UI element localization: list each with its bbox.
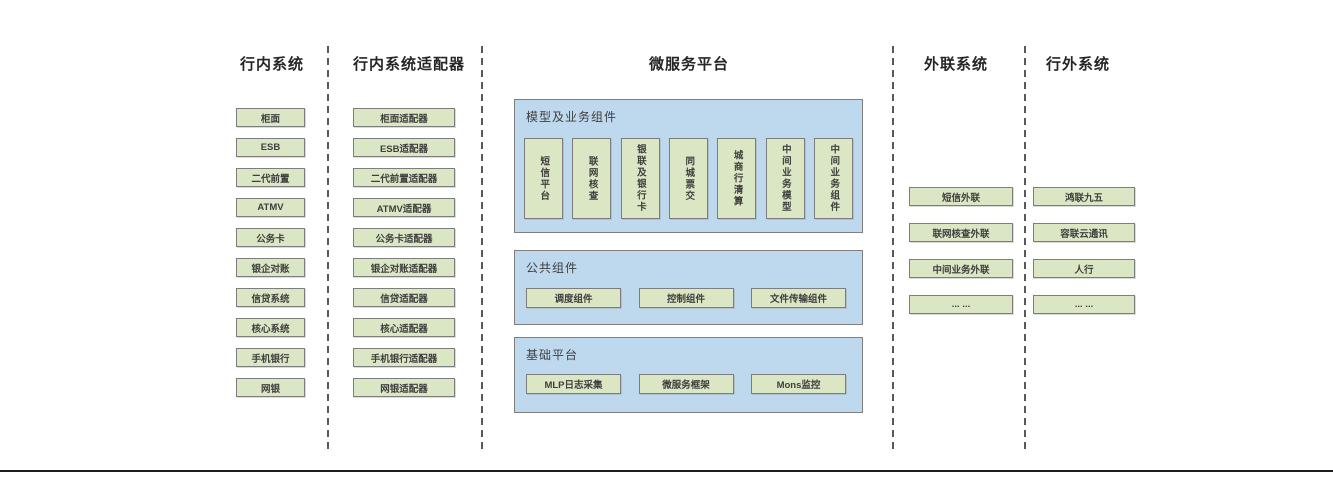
internal-systems-list: 柜面 ESB 二代前置 ATMV 公务卡 银企对账 信贷系统 核心系统 手机银行…	[236, 108, 305, 397]
column-header-microservice-platform: 微服务平台	[648, 56, 729, 73]
model-component-box: 城商行清算	[717, 138, 757, 219]
external-system-box: 人行	[1033, 259, 1135, 278]
adapter-box: 柜面适配器	[353, 108, 455, 127]
external-link-box: 联网核查外联	[909, 223, 1013, 242]
internal-system-box: ATMV	[236, 198, 305, 217]
external-link-systems-list: 短信外联 联网核查外联 中间业务外联 ... ...	[909, 187, 1013, 314]
model-component-box: 中间业务组件	[813, 138, 853, 219]
column-divider	[1024, 46, 1026, 452]
adapter-box: 网银适配器	[353, 378, 455, 397]
model-component-box: 银联及银行卡	[620, 138, 660, 219]
column-divider	[892, 46, 894, 452]
internal-system-box: 二代前置	[236, 168, 305, 187]
adapter-box: 二代前置适配器	[353, 168, 455, 187]
external-system-box: ... ...	[1033, 295, 1135, 314]
model-component-box: 中间业务模型	[765, 138, 805, 219]
internal-system-box: ESB	[236, 138, 305, 157]
adapter-box: ESB适配器	[353, 138, 455, 157]
adapter-box: 核心适配器	[353, 318, 455, 337]
panel-common-components: 公共组件 调度组件 控制组件 文件传输组件	[514, 250, 863, 325]
adapter-box: 手机银行适配器	[353, 348, 455, 367]
internal-adapters-list: 柜面适配器 ESB适配器 二代前置适配器 ATMV适配器 公务卡适配器 银企对账…	[353, 108, 455, 397]
external-link-box: 短信外联	[909, 187, 1013, 206]
adapter-box: ATMV适配器	[353, 198, 455, 217]
bottom-border-line	[0, 470, 1333, 472]
model-components-row: 短信平台 联网核查 银联及银行卡 同城票交 城商行清算 中间业务模型 中间业务组…	[524, 138, 853, 219]
common-component-box: 控制组件	[638, 288, 734, 308]
internal-system-box: 柜面	[236, 108, 305, 127]
adapter-box: 信贷适配器	[353, 288, 455, 307]
model-component-box: 同城票交	[668, 138, 708, 219]
common-component-box: 文件传输组件	[751, 288, 846, 308]
column-divider	[481, 46, 483, 452]
column-divider	[327, 46, 329, 452]
base-platform-row: MLP日志采集 微服务框架 Mons监控	[526, 374, 846, 394]
external-link-box: ... ...	[909, 295, 1013, 314]
internal-system-box: 信贷系统	[236, 288, 305, 307]
base-platform-box: 微服务框架	[638, 374, 734, 394]
column-header-internal-systems: 行内系统	[239, 56, 304, 73]
panel-title: 公共组件	[526, 261, 579, 275]
model-component-box: 联网核查	[572, 138, 612, 219]
adapter-box: 银企对账适配器	[353, 258, 455, 277]
column-header-internal-adapters: 行内系统适配器	[352, 56, 465, 73]
external-system-box: 容联云通讯	[1033, 223, 1135, 242]
common-component-box: 调度组件	[526, 288, 621, 308]
column-header-external-link-systems: 外联系统	[923, 56, 988, 73]
base-platform-box: Mons监控	[751, 374, 846, 394]
panel-title: 模型及业务组件	[526, 110, 618, 124]
base-platform-box: MLP日志采集	[526, 374, 621, 394]
internal-system-box: 公务卡	[236, 228, 305, 247]
external-link-box: 中间业务外联	[909, 259, 1013, 278]
internal-system-box: 银企对账	[236, 258, 305, 277]
panel-title: 基础平台	[526, 348, 579, 362]
internal-system-box: 手机银行	[236, 348, 305, 367]
model-component-box: 短信平台	[524, 138, 563, 219]
panel-model-business-components: 模型及业务组件 短信平台 联网核查 银联及银行卡 同城票交 城商行清算 中间业务…	[514, 99, 863, 233]
internal-system-box: 网银	[236, 378, 305, 397]
external-system-box: 鸿联九五	[1033, 187, 1135, 206]
common-components-row: 调度组件 控制组件 文件传输组件	[526, 288, 846, 308]
column-header-external-systems: 行外系统	[1045, 56, 1110, 73]
external-systems-list: 鸿联九五 容联云通讯 人行 ... ...	[1033, 187, 1135, 314]
adapter-box: 公务卡适配器	[353, 228, 455, 247]
internal-system-box: 核心系统	[236, 318, 305, 337]
panel-base-platform: 基础平台 MLP日志采集 微服务框架 Mons监控	[514, 337, 863, 413]
